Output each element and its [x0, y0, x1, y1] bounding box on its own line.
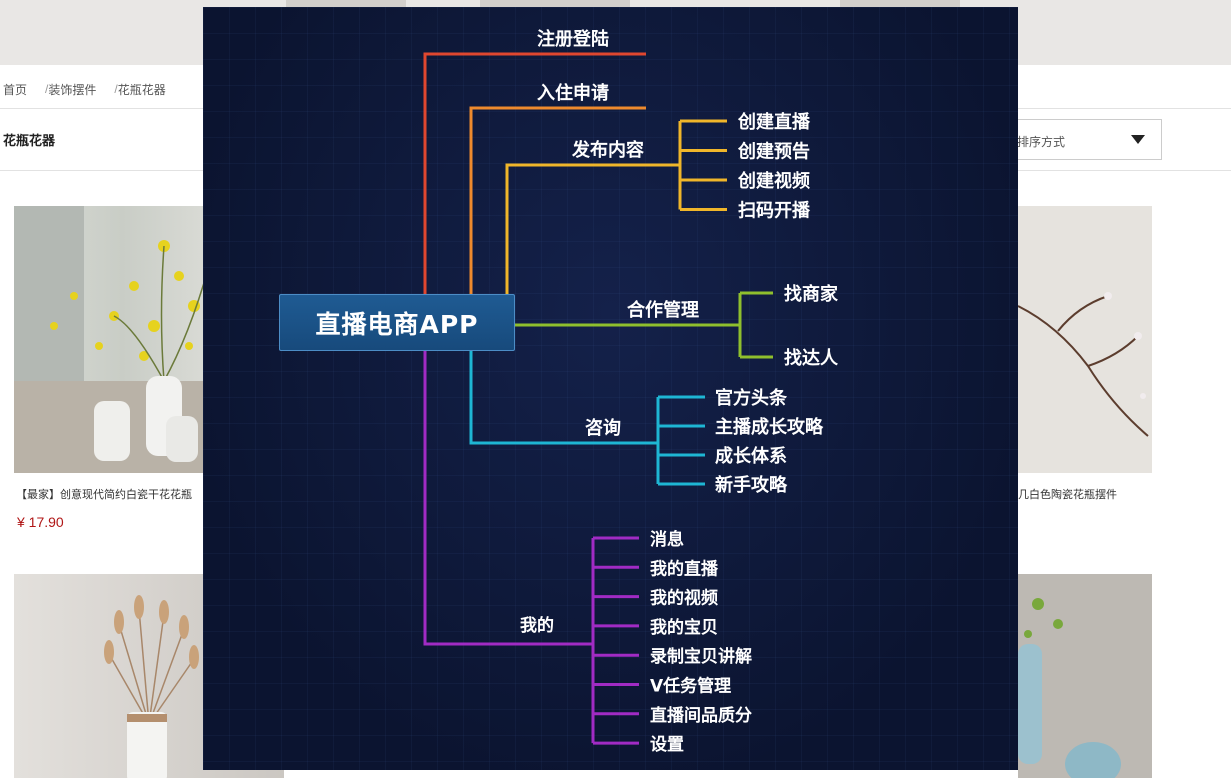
branch-publish-child-label: 扫码开播 — [738, 200, 811, 222]
branch-consult-child-label: 新手攻略 — [715, 474, 788, 496]
branch-illustration — [1018, 292, 1149, 437]
branch-mine-child-label: 我的视频 — [650, 588, 718, 609]
breadcrumb: 首页 / 装饰摆件 / 花瓶花器 — [0, 78, 166, 100]
branch-register-line — [423, 52, 646, 294]
mindmap-root: 直播电商APP — [279, 294, 515, 351]
branch-publish-child-label: 创建视频 — [737, 170, 810, 192]
branch-publish-child-label: 创建预告 — [737, 141, 810, 163]
branch-publish-line — [505, 163, 680, 294]
branch-mine-child-label: 我的直播 — [650, 558, 719, 579]
breadcrumb-vase[interactable]: 花瓶花器 — [117, 82, 166, 97]
branch-publish-label: 发布内容 — [571, 139, 644, 161]
branch-cooperate-child-label: 找商家 — [784, 283, 839, 305]
banner-image — [480, 0, 630, 8]
product-title[interactable]: 【最家】创意现代简约白瓷干花花瓶 — [16, 489, 192, 501]
blue-vase-illustration — [1018, 598, 1121, 778]
branch-apply-line — [469, 106, 646, 294]
branch-consult-line — [469, 351, 658, 445]
chevron-down-icon — [1131, 135, 1145, 144]
product-card[interactable]: 几白色陶瓷花瓶摆件 — [1018, 206, 1152, 506]
sort-dropdown[interactable]: 排序方式 — [1000, 119, 1162, 160]
dried-flower-illustration — [104, 595, 199, 778]
mindmap-image: 注册登陆入住申请发布内容 创建直播创建预告创建视频扫码开播合作管理 找商家找达人咨询… — [203, 7, 1018, 770]
banner-image — [840, 0, 960, 8]
branch-mine-child-label: 设置 — [650, 735, 684, 755]
product-title[interactable]: 几白色陶瓷花瓶摆件 — [1018, 489, 1117, 501]
branch-mine-child-label: 我的宝贝 — [650, 617, 718, 638]
product-image[interactable] — [1018, 206, 1152, 473]
branch-cooperate-label: 合作管理 — [627, 299, 699, 321]
branch-consult-child-label: 成长体系 — [715, 445, 787, 467]
branch-consult-child-label: 官方头条 — [715, 387, 788, 409]
branch-consult-child-label: 主播成长攻略 — [715, 416, 824, 438]
category-title: 花瓶花器 — [3, 133, 56, 148]
breadcrumb-separator: / — [114, 82, 118, 96]
branch-apply-label: 入住申请 — [537, 82, 609, 104]
branch-mine-child-label: V任务管理 — [650, 676, 731, 697]
branch-mine-label: 我的 — [520, 615, 554, 636]
branch-cooperate-child-label: 找达人 — [784, 347, 839, 369]
branch-mine-child-label: 录制宝贝讲解 — [650, 646, 752, 667]
product-card[interactable] — [1018, 574, 1152, 778]
branch-mine-child-label: 消息 — [650, 529, 684, 550]
banner-image — [286, 0, 406, 8]
breadcrumb-decor[interactable]: 装饰摆件 — [48, 82, 97, 97]
branch-register-label: 注册登陆 — [537, 28, 609, 50]
breadcrumb-home[interactable]: 首页 — [3, 82, 28, 97]
breadcrumb-separator: / — [45, 82, 49, 96]
branch-mine-line — [423, 351, 593, 646]
branch-mine-child-label: 直播间品质分 — [650, 705, 752, 726]
product-price: ¥ 17.90 — [17, 514, 64, 530]
branch-publish-child-label: 创建直播 — [737, 111, 811, 133]
branch-consult-label: 咨询 — [585, 417, 621, 439]
product-image[interactable] — [1018, 574, 1152, 778]
sort-label: 排序方式 — [1017, 135, 1066, 149]
